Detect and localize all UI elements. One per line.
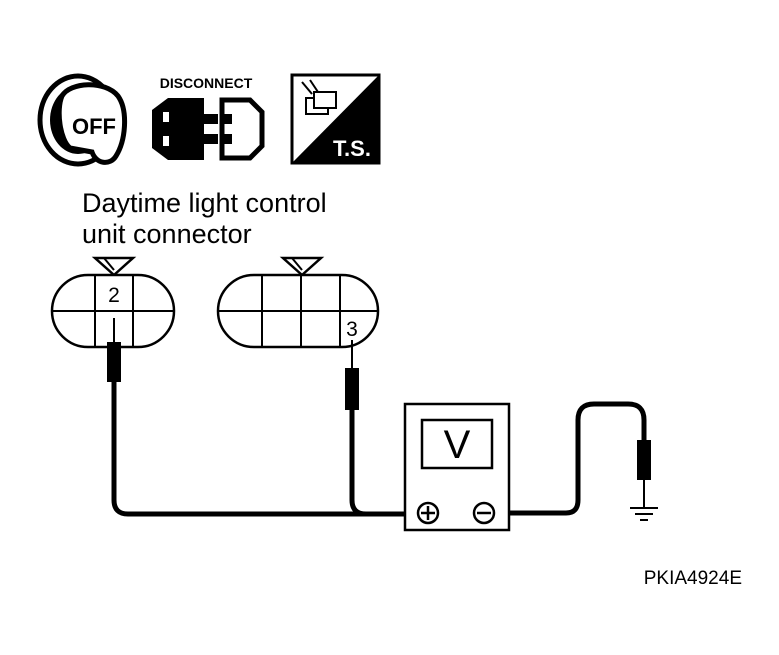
voltmeter: V <box>403 402 511 532</box>
ts-tool-icon: T.S. <box>290 73 381 165</box>
negative-terminal-icon <box>472 501 496 525</box>
voltmeter-display: V <box>444 423 471 467</box>
ignition-off-label: OFF <box>72 114 116 139</box>
caption-line-1: Daytime light control <box>82 188 327 218</box>
probe-lead-ground <box>486 401 651 516</box>
probe-lead-left <box>107 318 416 517</box>
ground-icon <box>630 507 658 521</box>
caption-line-2: unit connector <box>82 219 252 249</box>
ignition-key-off-icon: OFF <box>37 73 128 167</box>
connector-left: 2 <box>50 256 176 349</box>
pin-label-2: 2 <box>108 284 120 307</box>
positive-terminal-icon <box>416 501 440 525</box>
pin-label-3: 3 <box>346 318 358 341</box>
disconnect-label: DISCONNECT <box>160 75 253 91</box>
probe-lead-right <box>345 340 367 517</box>
connector-right: 3 <box>216 256 380 349</box>
reference-code: PKIA4924E <box>644 568 742 589</box>
disconnect-connector-icon: DISCONNECT <box>152 75 265 161</box>
ts-label: T.S. <box>333 136 371 161</box>
